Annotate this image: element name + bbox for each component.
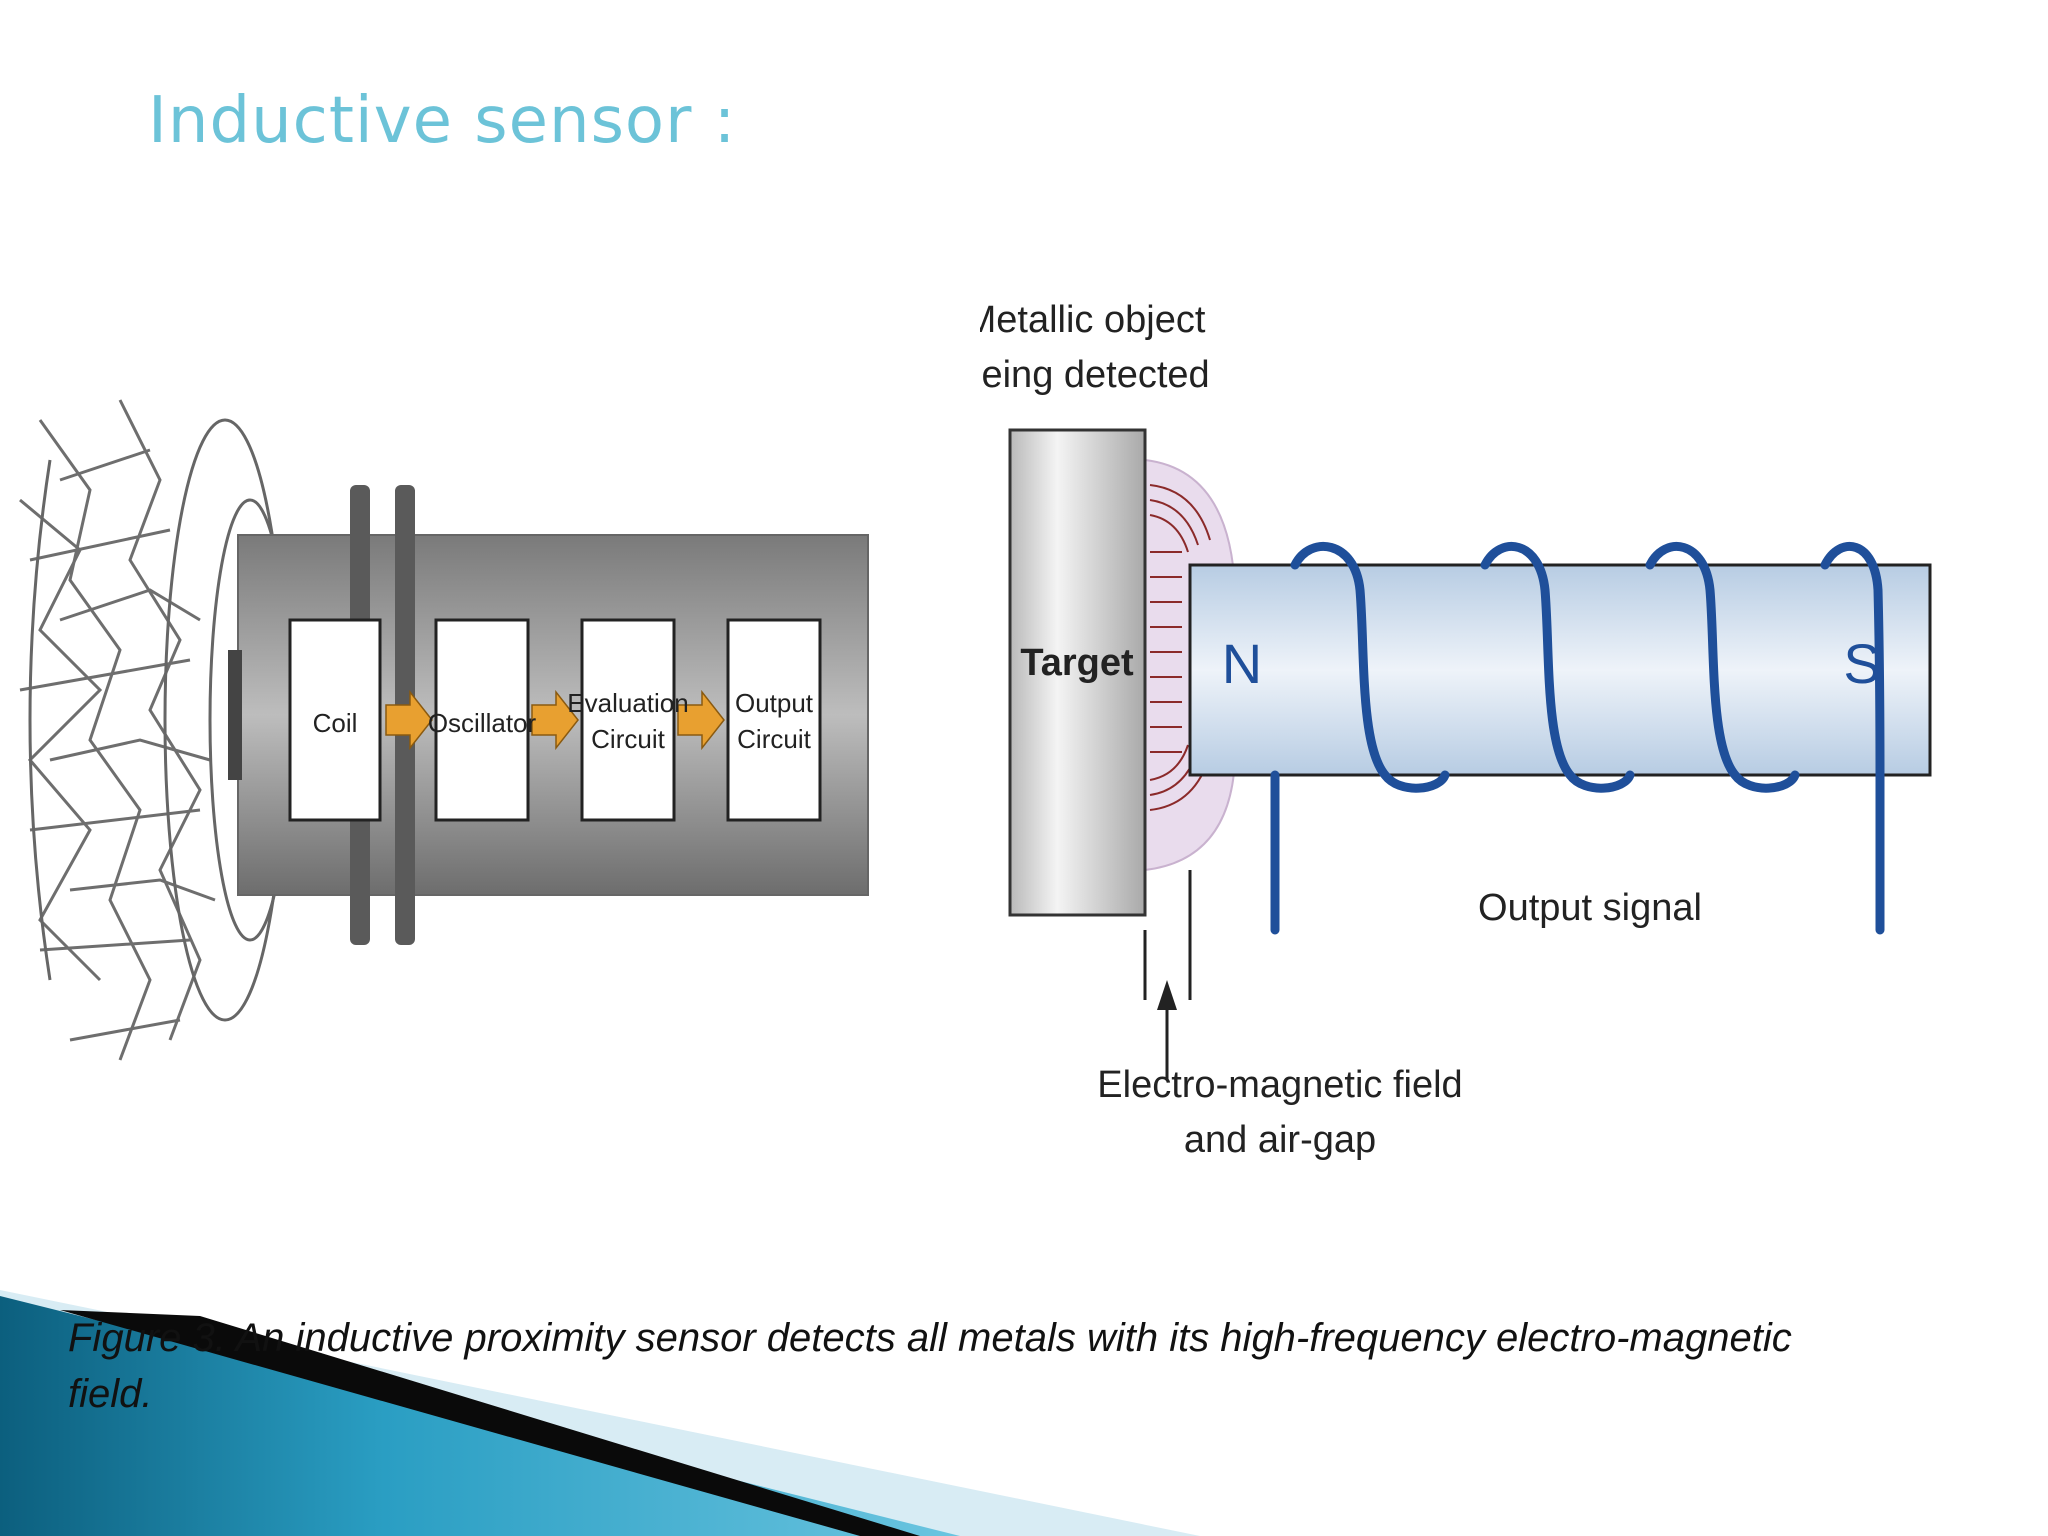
air-gap-arrow-head — [1157, 980, 1177, 1010]
output-circuit-block — [726, 618, 822, 822]
field-lines — [1150, 551, 1182, 753]
caption-line-1: Figure 3. An inductive proximity sensor … — [68, 1316, 1792, 1360]
field-web — [19, 399, 216, 1061]
caption-line-2: field. — [68, 1372, 153, 1416]
target-plate — [1008, 428, 1147, 917]
coil-winding — [1270, 541, 1885, 935]
field-label-line2: and air-gap — [1184, 1119, 1376, 1161]
slide-decoration — [0, 1290, 1200, 1536]
object-label-line2: being detected — [980, 354, 1210, 396]
output-circuit-label-line2: Circuit — [737, 724, 811, 754]
figure-caption: Figure 3. An inductive proximity sensor … — [68, 1310, 2048, 1422]
output-signal-label: Output signal — [1478, 887, 1702, 929]
oscillator-label: Oscillator — [428, 708, 537, 738]
sensor-front-face — [228, 650, 242, 780]
output-circuit-label-line1: Output — [735, 688, 814, 718]
sensor-block-diagram: Coil Oscillator Evaluation Circuit Outpu… — [19, 399, 869, 1061]
south-pole-label: S — [1843, 632, 1880, 695]
coil-block — [288, 618, 382, 822]
coil-label: Coil — [313, 708, 358, 738]
evaluation-circuit-block — [580, 618, 676, 822]
field-label-line1: Electro-magnetic field — [1097, 1064, 1462, 1106]
arrow-coil-oscillator — [385, 689, 433, 751]
decor-black-stripe — [60, 1310, 920, 1536]
evaluation-label-line1: Evaluation — [567, 688, 688, 718]
magnet-diagram: Metallic object being detected Target N … — [980, 299, 1932, 1161]
slide-title: Inductive sensor : — [148, 84, 737, 158]
evaluation-label-line2: Circuit — [591, 724, 665, 754]
arrow-evaluation-output — [677, 689, 725, 751]
north-pole-label: N — [1222, 632, 1262, 695]
oscillator-block — [434, 618, 530, 822]
arrow-oscillator-evaluation — [531, 689, 579, 751]
target-label: Target — [1020, 642, 1134, 684]
object-label-line1: Metallic object — [980, 299, 1206, 341]
